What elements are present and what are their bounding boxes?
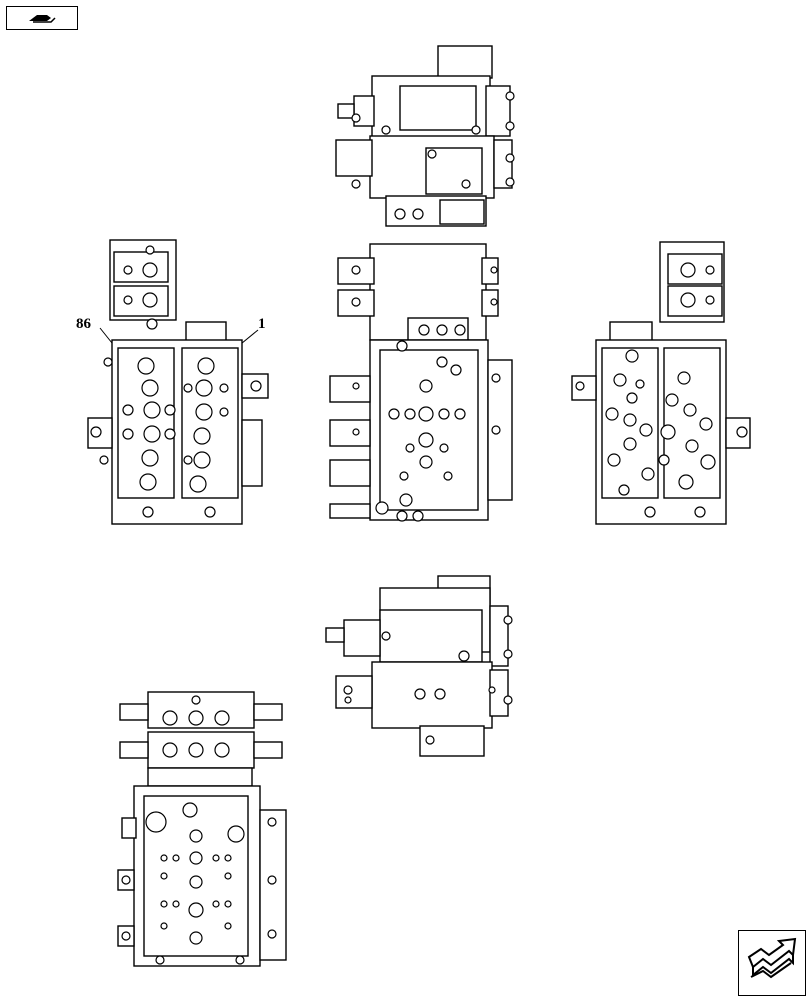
right-view-ports xyxy=(575,349,748,518)
valve-right-view xyxy=(571,241,751,525)
valve-front-view xyxy=(329,243,513,522)
valve-middle-view xyxy=(325,575,513,757)
callout-86: 86 xyxy=(76,316,91,332)
valve-bottom-view xyxy=(117,691,287,967)
next-page-arrow-icon[interactable] xyxy=(738,930,806,996)
valve-left-view xyxy=(87,239,269,525)
book-arrow-icon[interactable] xyxy=(6,6,78,30)
front-view-ports xyxy=(351,265,501,522)
bottom-view-ports xyxy=(121,802,277,965)
callout-1: 1 xyxy=(258,316,266,332)
valve-top-view xyxy=(335,45,515,227)
left-view-ports xyxy=(90,357,262,518)
